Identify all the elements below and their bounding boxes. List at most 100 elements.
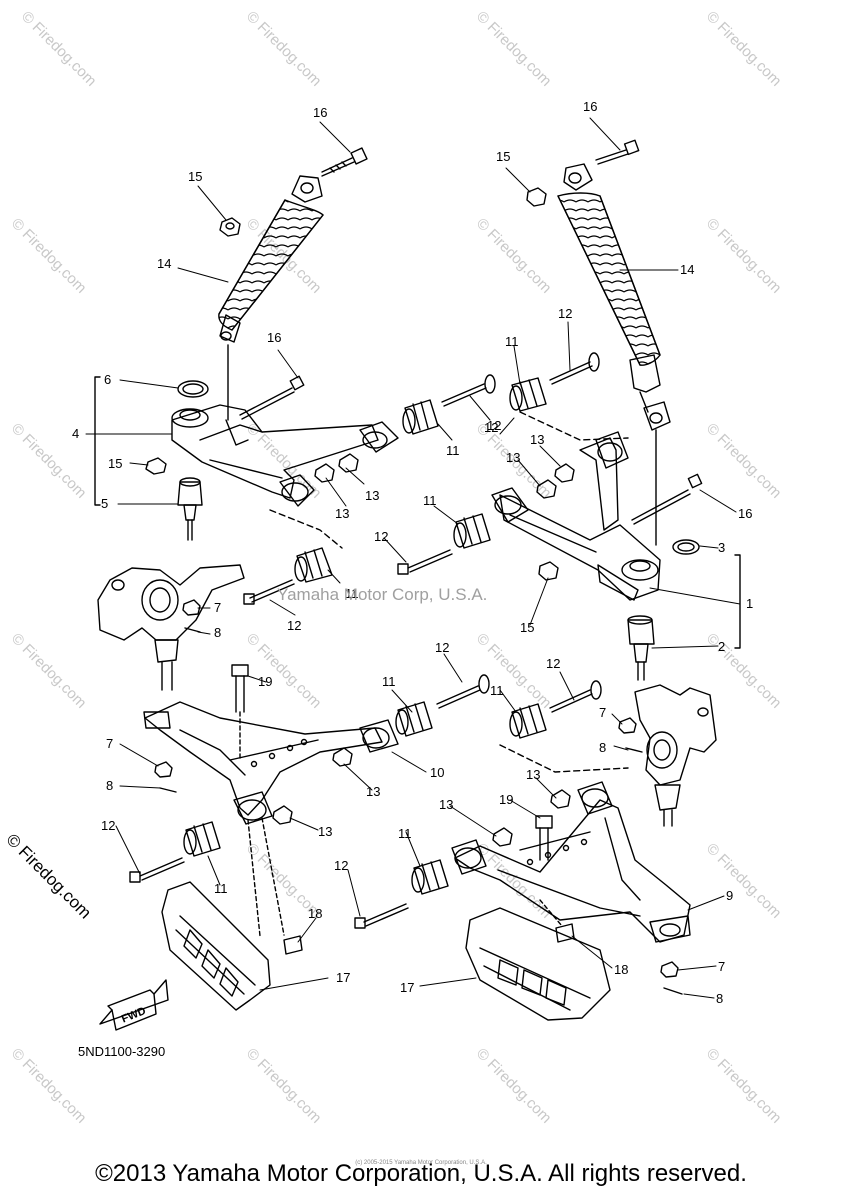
right-shock-absorber <box>557 163 671 546</box>
nut-13-upper-left-b <box>338 453 359 473</box>
callout-labels: 1615141664155111213131112781615141211121… <box>72 99 753 1006</box>
nut-15-upper-right <box>526 187 547 207</box>
callout-number: 12 <box>487 418 501 433</box>
bushing-11-lower-right-a <box>509 703 547 739</box>
ball-joint-2-right <box>627 615 655 681</box>
callout-number: 11 <box>446 443 460 458</box>
callout-number: 12 <box>558 306 572 321</box>
guard-17-left <box>161 881 271 1011</box>
bushing-11-lower-left-b <box>183 821 221 857</box>
pin-8-right-lower <box>663 987 683 995</box>
callout-number: 16 <box>267 330 281 345</box>
left-lower-arm <box>143 701 399 825</box>
callout-leaders <box>85 117 741 999</box>
callout-number: 14 <box>157 256 171 271</box>
dashed-link-b <box>519 411 629 441</box>
callout-number: 11 <box>490 683 504 698</box>
bolt-19-left <box>231 664 249 761</box>
callout-number: 15 <box>108 456 122 471</box>
callout-number: 14 <box>680 262 694 277</box>
diagram-code: 5ND1100-3290 <box>78 1044 166 1059</box>
nut-13-lower-left-b <box>272 805 293 825</box>
callout-number: 11 <box>382 674 396 689</box>
bolt-12-upper-left-b <box>243 579 295 605</box>
callout-number: 8 <box>214 625 221 640</box>
callout-number: 15 <box>188 169 202 184</box>
bushing-11-lower-left-a <box>395 701 433 737</box>
callout-number: 16 <box>313 105 327 120</box>
fwd-arrow-icon <box>99 979 169 1031</box>
nut-7-left-lower <box>154 761 173 778</box>
pin-8-left-upper <box>184 627 201 633</box>
callout-number: 6 <box>104 372 111 387</box>
bolt-12-lower-left-b <box>129 857 185 883</box>
pin-8-right-upper <box>625 747 643 753</box>
callout-number: 13 <box>365 488 379 503</box>
dashed-link-c <box>499 744 629 773</box>
callout-number: 12 <box>546 656 560 671</box>
callout-number: 11 <box>345 586 359 601</box>
callout-number: 15 <box>496 149 510 164</box>
snap-ring-6 <box>177 380 209 398</box>
bolt-12-lower-right-b <box>354 903 409 929</box>
bolt-16-upper-right <box>595 139 640 165</box>
callout-number: 12 <box>101 818 115 833</box>
callout-number: 13 <box>530 432 544 447</box>
right-upper-arm <box>491 431 661 601</box>
nut-7-right-upper <box>618 717 637 734</box>
callout-number: 12 <box>287 618 301 633</box>
guard-17-right <box>465 907 611 1021</box>
callout-number: 13 <box>366 784 380 799</box>
footer-small-text: (c) 2005-2015 Yamaha Motor Corporation, … <box>355 1160 487 1166</box>
nut-13-upper-right-a <box>554 463 575 483</box>
bolt-16-upper-left <box>321 147 368 177</box>
callout-number: 11 <box>505 334 519 349</box>
copyright-footer: ©2013 Yamaha Motor Corporation, U.S.A. A… <box>95 1160 747 1187</box>
bushing-11-upper-left-a <box>402 399 439 435</box>
right-lower-arm <box>451 781 691 943</box>
nut-13-lower-left-a <box>332 747 353 767</box>
bushing-11-upper-right-b <box>453 513 491 549</box>
callout-number: 13 <box>506 450 520 465</box>
callout-number: 7 <box>599 705 606 720</box>
callout-number: 18 <box>308 906 322 921</box>
callout-number: 9 <box>726 888 733 903</box>
ball-joint-5-left <box>177 477 203 541</box>
callout-number: 11 <box>398 826 412 841</box>
bolt-16-middle-right <box>631 473 703 525</box>
nut-7-left-upper <box>182 599 201 616</box>
callout-number: 8 <box>716 991 723 1006</box>
callout-number: 12 <box>374 529 388 544</box>
nut-15-upper-left <box>219 217 241 237</box>
callout-number: 12 <box>435 640 449 655</box>
nut-15-right <box>538 561 559 581</box>
right-steering-knuckle <box>634 684 717 827</box>
bushing-11-lower-right-b <box>411 859 449 895</box>
callout-number: 13 <box>335 506 349 521</box>
bushing-11-upper-left-b <box>294 547 333 583</box>
callout-number: 17 <box>400 980 414 995</box>
snap-ring-3 <box>672 539 700 555</box>
nut-7-right-lower <box>660 961 679 978</box>
callout-number: 18 <box>614 962 628 977</box>
callout-number: 16 <box>583 99 597 114</box>
callout-number: 17 <box>336 970 350 985</box>
callout-number: 12 <box>484 420 498 435</box>
callout-number: 7 <box>106 736 113 751</box>
callout-number: 15 <box>520 620 534 635</box>
callout-number: 11 <box>214 881 228 896</box>
left-steering-knuckle <box>97 564 245 691</box>
callout-number: 10 <box>430 765 444 780</box>
pin-8-left-lower <box>159 787 177 793</box>
leader-lines-left-guard <box>247 817 285 937</box>
callout-number: 16 <box>738 506 752 521</box>
callout-number: 13 <box>318 824 332 839</box>
bolt-12-upper-left <box>441 374 496 407</box>
callout-number: 13 <box>526 767 540 782</box>
callout-number: 13 <box>439 797 453 812</box>
callout-number: 8 <box>106 778 113 793</box>
nut-13-upper-right-b <box>536 479 557 499</box>
callout-bracket-right <box>734 554 741 649</box>
bracket-18-left <box>283 935 303 955</box>
